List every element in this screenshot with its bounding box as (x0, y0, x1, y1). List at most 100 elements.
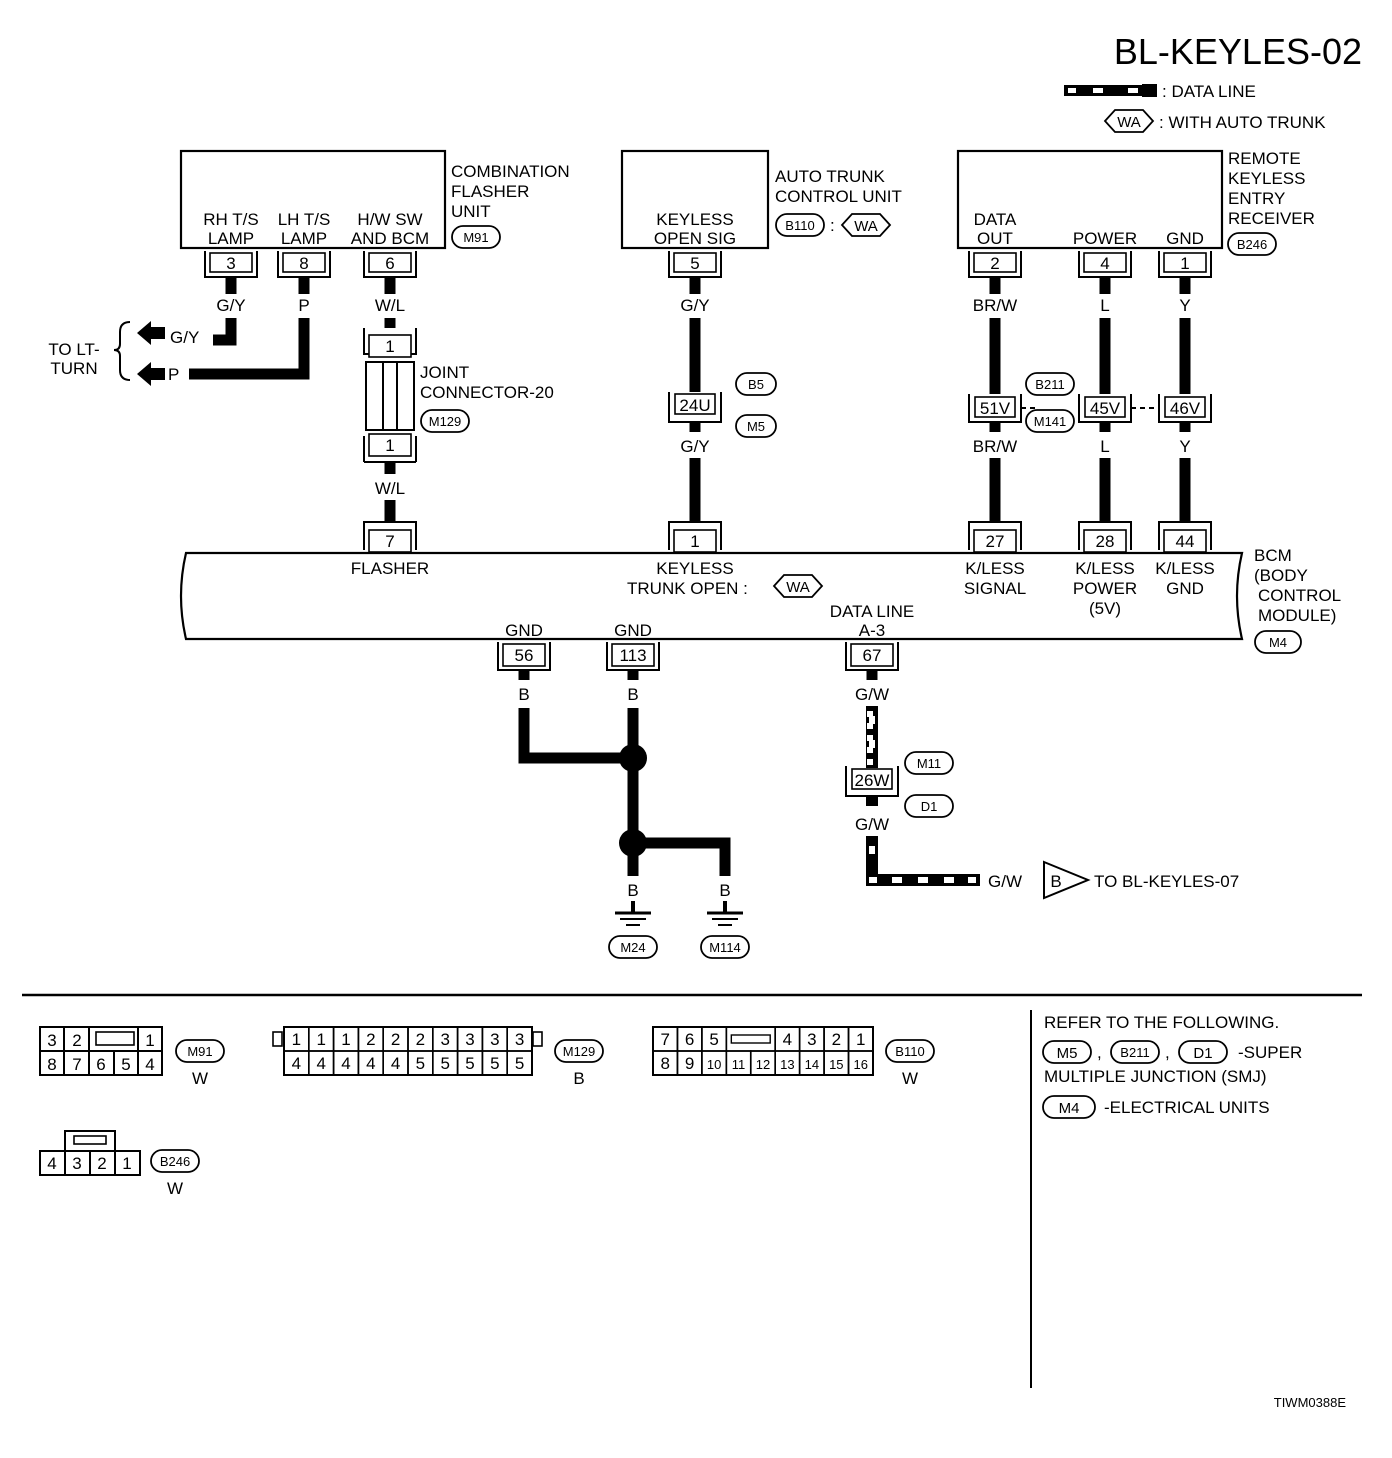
bcm-pin-7: 7 FLASHER (351, 521, 429, 578)
wa-tag: WA (786, 579, 810, 596)
bcm-pin-44: 44 K/LESS GND (1155, 521, 1215, 598)
pin-number: 10 (707, 1057, 721, 1072)
to-lt-turn-line-1: TO LT- (48, 340, 99, 359)
to-bl-keyles-07: B TO BL-KEYLES-07 (1043, 860, 1239, 900)
connector-id: B110 (895, 1044, 924, 1059)
wa-tag: WA (854, 218, 878, 235)
pin-number: 12 (756, 1057, 770, 1072)
smj-24u: 24U B5 M5 (668, 372, 777, 438)
to-lt-turn-line-2: TURN (50, 359, 97, 378)
joint-connector-20: 1 1 JOINT CONNECTOR-20 M129 (363, 328, 554, 463)
bcm-pin-67: DATA LINE A-3 67 (830, 602, 914, 671)
pin-number: 3 (226, 254, 235, 273)
bcm-name-1: BCM (1254, 546, 1292, 565)
data-line-wire (866, 706, 878, 768)
pin-number: 1 (385, 337, 394, 356)
bcm-pin-label: GND (614, 621, 652, 640)
pin-number: 1 (690, 532, 699, 551)
refer-eu-text: -ELECTRICAL UNITS (1104, 1098, 1270, 1117)
bcm-pin-label: KEYLESS (656, 559, 734, 578)
bcm-connector-id: M4 (1269, 635, 1287, 650)
pin-number: 113 (619, 646, 646, 665)
pin-number: 5 (121, 1055, 130, 1074)
connector-id: M24 (620, 940, 645, 955)
pin-number: 4 (316, 1054, 325, 1073)
connector-color: W (902, 1069, 918, 1088)
connector-view-b246: 4 3 2 1 B246 W (39, 1130, 200, 1198)
cfu-pin-label: LAMP (281, 229, 327, 248)
wa-tag: WA (1117, 114, 1141, 131)
pin-number: 14 (805, 1057, 819, 1072)
pin-number: 8 (299, 254, 308, 273)
cfu-pin-label: LH T/S (278, 210, 331, 229)
legend-data-line: : DATA LINE (1064, 82, 1256, 101)
bcm-name-2: (BODY (1254, 566, 1308, 585)
bcm-pin-1: 1 KEYLESS TRUNK OPEN : WA (627, 521, 824, 598)
bcm-pin-label: K/LESS (1075, 559, 1135, 578)
connector-id: M4 (1059, 1100, 1080, 1117)
wire-color-label: G/Y (680, 437, 709, 456)
rker-pin-label: OUT (977, 229, 1013, 248)
cfu-pin-label: RH T/S (203, 210, 258, 229)
combination-flasher-unit: COMBINATION FLASHER UNIT M91 RH T/S LAMP… (179, 149, 570, 250)
wire-color-label: P (298, 296, 309, 315)
bcm-pin-label: GND (505, 621, 543, 640)
pin-number: 67 (863, 646, 882, 665)
connector-id: M11 (917, 756, 941, 771)
pin-number: 2 (366, 1030, 375, 1049)
atcu-name-1: AUTO TRUNK (775, 167, 886, 186)
auto-trunk-control-unit: AUTO TRUNK CONTROL UNIT B110 : WA KEYLES… (620, 149, 902, 250)
separator: , (1097, 1043, 1102, 1062)
rker-connector-id: B246 (1237, 237, 1267, 252)
pin-number: 15 (829, 1057, 843, 1072)
wire-color-label: L (1100, 437, 1109, 456)
atcu-pin-label: KEYLESS (656, 210, 734, 229)
connector-id: M5 (1057, 1045, 1078, 1062)
bcm-pin-27: 27 K/LESS SIGNAL (964, 521, 1026, 598)
cfu-pin-label: H/W SW (357, 210, 422, 229)
rker-pin-1: 1 (1158, 251, 1212, 278)
pin-number: 44 (1176, 532, 1195, 551)
pin-number: 6 (685, 1030, 694, 1049)
pin-number: 3 (72, 1154, 81, 1173)
rker-name-2: KEYLESS (1228, 169, 1306, 188)
separator: : (830, 216, 835, 235)
pin-cell (847, 1050, 874, 1076)
connector-id: B211 (1120, 1045, 1149, 1060)
pin-number: 5 (690, 254, 699, 273)
pin-number: 4 (292, 1054, 301, 1073)
wire-color-label: Y (1179, 296, 1190, 315)
pin-number: 3 (440, 1030, 449, 1049)
bcm-pin-113: GND 113 (606, 621, 660, 671)
pin-number: 46V (1170, 399, 1201, 418)
pin-number: 2 (391, 1030, 400, 1049)
bcm-pin-label: FLASHER (351, 559, 429, 578)
bcm-pin-label: K/LESS (1155, 559, 1215, 578)
pin-number: 5 (465, 1054, 474, 1073)
pin-number: 1 (145, 1031, 154, 1050)
wire-color-label: G/Y (216, 296, 245, 315)
pin-number: 1 (385, 436, 394, 455)
wire-color-label: W/L (375, 296, 405, 315)
bcm-pin-label: A-3 (859, 621, 885, 640)
pin-number: 1 (292, 1030, 301, 1049)
legend-data-line-label: : DATA LINE (1162, 82, 1256, 101)
pin-number: 3 (515, 1030, 524, 1049)
connector-color: B (573, 1069, 584, 1088)
cfu-pin-6: 6 (363, 251, 417, 278)
pin-number: 5 (709, 1030, 718, 1049)
pin-number: 3 (807, 1030, 816, 1049)
wire-color-label: G/Y (680, 296, 709, 315)
pin-number: 4 (366, 1054, 375, 1073)
atcu-pin-label: OPEN SIG (654, 229, 736, 248)
pin-cell (506, 1050, 533, 1076)
pin-number: 6 (96, 1055, 105, 1074)
rker-pin-label: DATA (974, 210, 1017, 229)
bcm-pin-label: SIGNAL (964, 579, 1026, 598)
joint-name-1: JOINT (420, 363, 469, 382)
pin-number: 26W (855, 771, 890, 790)
atcu-connector-id: B110 (785, 218, 814, 233)
wire-color-label: G/Y (170, 328, 199, 347)
pin-number: 4 (341, 1054, 350, 1073)
